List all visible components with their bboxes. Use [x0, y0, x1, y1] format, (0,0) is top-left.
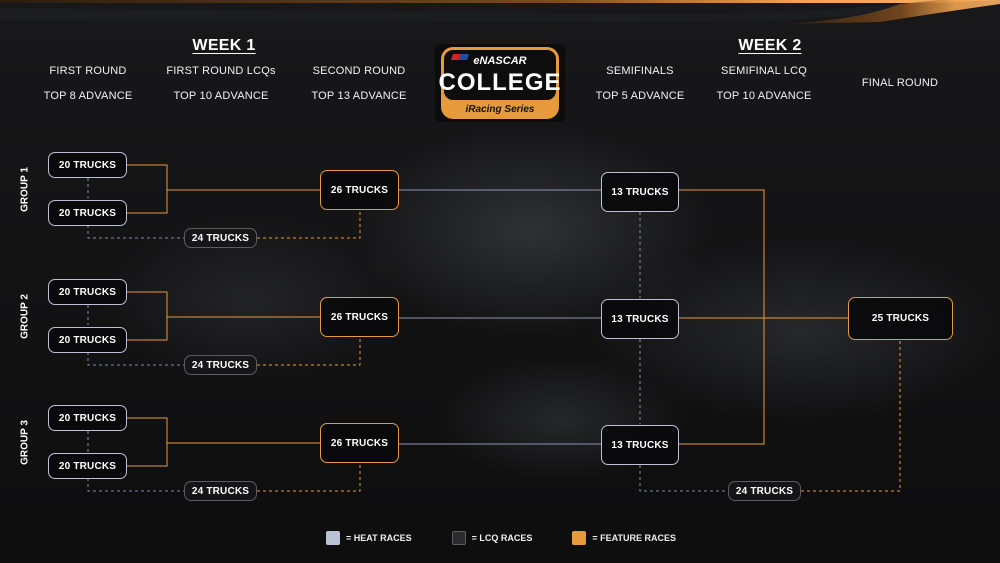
g3-lcq-to-feature	[257, 463, 361, 492]
g3-heat-race-a[interactable]: 20 TRUCKS	[48, 405, 127, 431]
g2-lcq-to-feature	[257, 337, 361, 366]
logo-top-text: eNASCAR	[473, 55, 526, 67]
semi-to-lcq	[639, 465, 728, 492]
legend-feature: = FEATURE RACES	[572, 531, 676, 545]
legend-heat-swatch	[326, 531, 340, 545]
g3-heat-race-b[interactable]: 20 TRUCKS	[48, 453, 127, 479]
col-final-round-title: FINAL ROUND	[861, 77, 939, 89]
g2-heat-race-a[interactable]: 20 TRUCKS	[48, 279, 127, 305]
week-1-header: WEEK 1	[192, 37, 256, 54]
g3-heat-bracket	[127, 417, 168, 467]
g1-lcq-race[interactable]: 24 TRUCKS	[184, 228, 257, 248]
group-1-label: GROUP 1	[19, 167, 31, 212]
legend-lcq: = LCQ RACES	[451, 531, 533, 545]
g2-heat-bracket	[127, 291, 168, 341]
legend-heat: = HEAT RACES	[326, 531, 412, 545]
col-second-round-subtitle: TOP 13 ADVANCE	[311, 90, 407, 102]
week-2-header: WEEK 2	[738, 37, 802, 54]
g3-feature-race[interactable]: 26 TRUCKS	[320, 423, 399, 463]
g1-semifinal-race[interactable]: 13 TRUCKS	[601, 172, 679, 212]
g3-heat-to-lcq	[87, 478, 184, 492]
g3-semifinal-race[interactable]: 13 TRUCKS	[601, 425, 679, 465]
logo-main-text: COLLEGE	[438, 69, 561, 96]
legend-feature-swatch	[572, 531, 587, 545]
g2-heat-to-lcq	[87, 352, 184, 366]
legend-heat-label: = HEAT RACES	[346, 533, 412, 543]
g1-heat-bracket	[127, 164, 168, 214]
g1-heat-race-b[interactable]: 20 TRUCKS	[48, 200, 127, 226]
g2-semifinal-race[interactable]: 13 TRUCKS	[601, 299, 679, 339]
group-3-label: GROUP 3	[19, 420, 31, 465]
legend-feature-label: = FEATURE RACES	[592, 533, 676, 543]
group-2-label: GROUP 2	[19, 294, 31, 339]
logo-sub-text: iRacing Series	[466, 104, 535, 115]
logo-badge: eNASCAR COLLEGE iRacing Series	[438, 47, 561, 119]
col-second-round-title: SECOND ROUND	[312, 65, 406, 77]
g1-heat-race-a[interactable]: 20 TRUCKS	[48, 152, 127, 178]
col-first-round-lcq-title: FIRST ROUND LCQs	[166, 65, 276, 77]
g2-heat-race-b[interactable]: 20 TRUCKS	[48, 327, 127, 353]
col-first-round-lcq-subtitle: TOP 10 ADVANCE	[173, 90, 269, 102]
g2-lcq-race[interactable]: 24 TRUCKS	[184, 355, 257, 375]
lcq-to-final	[801, 340, 901, 492]
legend-lcq-label: = LCQ RACES	[471, 533, 533, 543]
final-race[interactable]: 25 TRUCKS	[848, 297, 953, 340]
semi-bracket	[679, 189, 765, 445]
col-first-round-subtitle: TOP 8 ADVANCE	[43, 90, 133, 102]
g2-feature-race[interactable]: 26 TRUCKS	[320, 297, 399, 337]
legend: = HEAT RACES = LCQ RACES = FEATURE RACES	[326, 531, 716, 545]
g1-heat-to-lcq	[87, 225, 184, 239]
col-first-round-title: FIRST ROUND	[49, 65, 127, 77]
col-semifinals-subtitle: TOP 5 ADVANCE	[595, 90, 685, 102]
g3-lcq-race[interactable]: 24 TRUCKS	[184, 481, 257, 501]
enascar-college-logo: eNASCAR COLLEGE iRacing Series	[435, 44, 565, 122]
col-semifinal-lcq-subtitle: TOP 10 ADVANCE	[716, 90, 812, 102]
g1-lcq-to-feature	[257, 210, 361, 239]
legend-lcq-swatch	[451, 531, 466, 545]
col-semifinals-title: SEMIFINALS	[606, 65, 674, 77]
top-accent-stripe	[0, 0, 1000, 24]
g1-feature-race[interactable]: 26 TRUCKS	[320, 170, 399, 210]
col-semifinal-lcq-title: SEMIFINAL LCQ	[721, 65, 807, 77]
semifinal-lcq-race[interactable]: 24 TRUCKS	[728, 481, 801, 501]
